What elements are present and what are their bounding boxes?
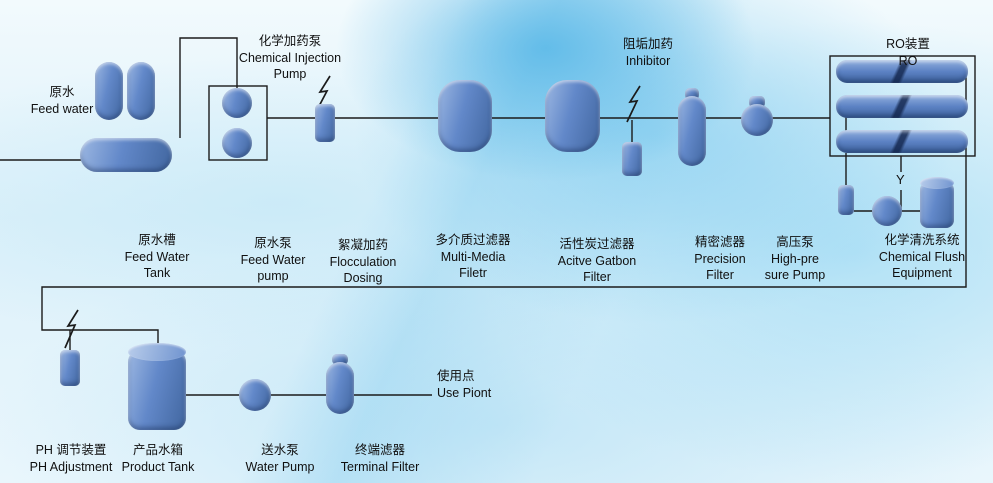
label-precision-filter: 精密滤器 Precision Filter [694, 235, 746, 282]
feed-water-tank-shape [80, 138, 172, 172]
inhibitor-dosing-pot-shape [622, 142, 642, 176]
chemical-flush-pot-shape [838, 185, 854, 215]
product-tank-shape [128, 350, 186, 430]
label-active-carbon-filter: 活性炭过滤器 Acitve Gatbon Filter [557, 237, 637, 284]
chemical-flush-pump-shape [872, 196, 902, 226]
lightning-icon-chemical-injection [316, 75, 331, 111]
chemical-injection-pump-1-shape [222, 88, 252, 118]
high-pressure-pump-shape [741, 104, 773, 136]
lightning-icon-ph [64, 309, 79, 349]
product-tank-top-shape [128, 343, 186, 361]
label-ph-adjustment: PH 调节装置 PH Adjustment [29, 443, 113, 474]
label-feed-water: 原水 Feed water [30, 85, 94, 116]
y-strainer-symbol: Y [896, 172, 905, 187]
terminal-filter-cap-shape [332, 354, 348, 365]
water-pump-shape [239, 379, 271, 411]
terminal-filter-shape [326, 362, 354, 414]
label-flocculation-dosing: 絮凝加药 Flocculation Dosing [329, 238, 397, 285]
chemical-injection-pump-2-shape [222, 128, 252, 158]
ro-membrane-1-shape [836, 60, 968, 83]
label-inhibitor: 阻垢加药 Inhibitor [622, 37, 674, 68]
label-product-tank: 产品水箱 Product Tank [121, 443, 195, 474]
label-terminal-filter: 终端滤器 Terminal Filter [340, 443, 420, 474]
feed-tank-column-right-shape [127, 62, 155, 120]
label-high-pressure-pump: 高压泵 High-pre sure Pump [764, 235, 826, 282]
flocculation-dosing-pot-shape [315, 104, 335, 142]
label-water-pump: 送水泵 Water Pump [245, 443, 315, 474]
label-use-point: 使用点 Use Piont [437, 369, 492, 400]
label-feed-water-tank: 原水槽 Feed Water Tank [124, 233, 190, 280]
ro-membrane-3-shape [836, 130, 968, 153]
ph-dosing-pot-shape [60, 350, 80, 386]
label-feed-water-pump: 原水泵 Feed Water pump [240, 236, 306, 283]
multi-media-filter-shape [438, 80, 492, 152]
chemical-flush-tank-shape [920, 182, 954, 228]
precision-filter-shape [678, 96, 706, 166]
label-chemical-flush: 化学清洗系统 Chemical Flush Equipment [878, 233, 966, 280]
label-ro-unit: RO装置 RO [886, 37, 930, 68]
label-chemical-injection-pump: 化学加药泵 Chemical Injection Pump [238, 34, 342, 81]
lightning-icons [64, 75, 641, 349]
feed-tank-column-left-shape [95, 62, 123, 120]
ro-membrane-2-shape [836, 95, 968, 118]
lightning-icon-inhibitor [626, 85, 641, 123]
chemical-flush-tank-top-shape [920, 177, 954, 189]
label-multi-media-filter: 多介质过滤器 Multi-Media Filetr [435, 233, 511, 280]
active-carbon-filter-shape [545, 80, 600, 152]
